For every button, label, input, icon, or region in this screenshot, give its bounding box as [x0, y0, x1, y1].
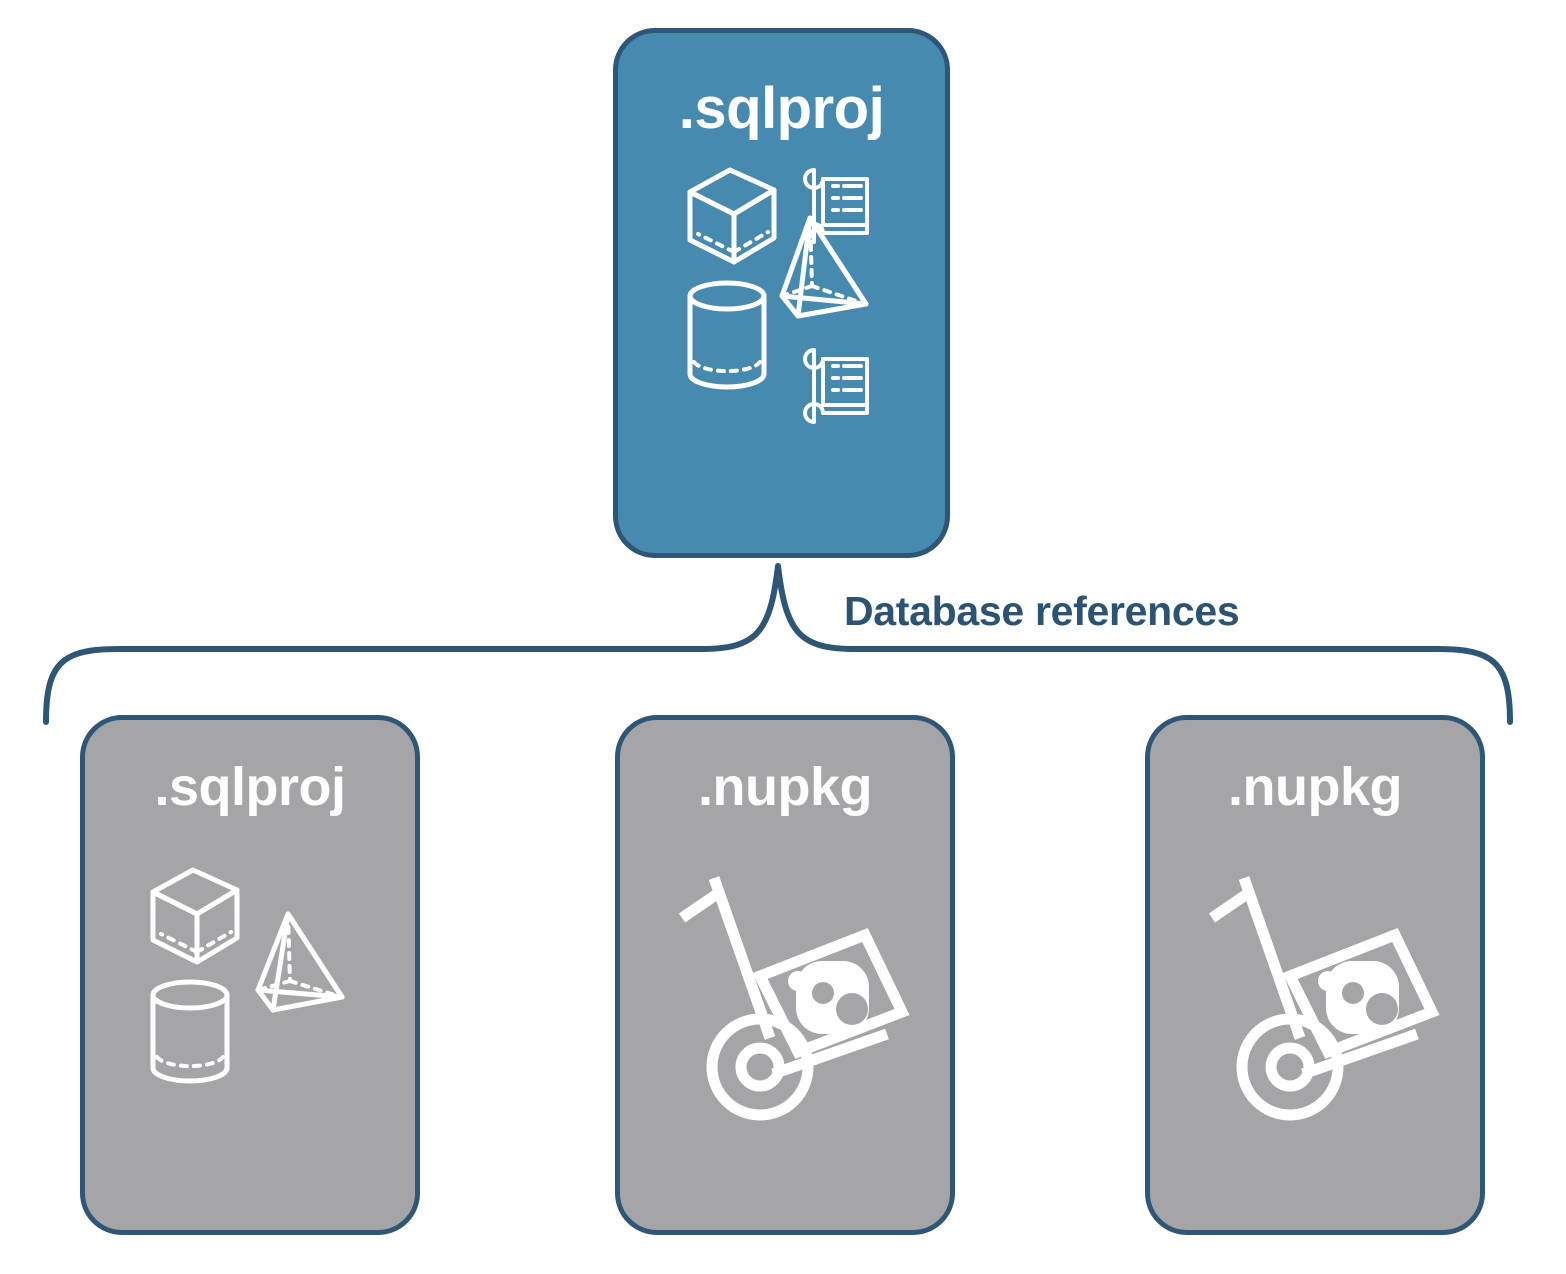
wheel-icon [706, 1013, 814, 1121]
ref-nupkg-2-artwork [1170, 852, 1460, 1132]
scroll-icon [802, 168, 869, 244]
root-artwork [682, 156, 882, 426]
brace-label: Database references [844, 588, 1240, 634]
card-ref-sqlproj-title: .sqlproj [154, 757, 346, 817]
hand-truck-icon [1208, 876, 1419, 1080]
card-ref-nupkg-2-title: .nupkg [1228, 757, 1402, 817]
card-ref-nupkg-1[interactable]: .nupkg [615, 715, 955, 1235]
pyramid-icon [255, 911, 345, 1013]
cylinder-icon [150, 979, 230, 1084]
brace-path [43, 563, 1513, 725]
scroll-icon [802, 348, 869, 424]
card-ref-nupkg-2[interactable]: .nupkg [1145, 715, 1485, 1235]
card-ref-sqlproj[interactable]: .sqlproj [80, 715, 420, 1235]
pyramid-icon [779, 215, 868, 319]
ref-sqlproj-artwork [145, 862, 355, 1092]
card-root-title: .sqlproj [678, 76, 885, 141]
hand-truck-icon [678, 876, 889, 1080]
wheel-icon [1236, 1013, 1344, 1121]
cube-icon [150, 867, 240, 965]
card-root-sqlproj[interactable]: .sqlproj [613, 28, 950, 558]
nuget-box-icon [752, 928, 910, 1059]
cylinder-icon [687, 280, 766, 390]
ref-nupkg-1-artwork [640, 852, 930, 1132]
nuget-box-icon [1282, 928, 1440, 1059]
cube-icon [687, 167, 776, 265]
card-ref-nupkg-1-title: .nupkg [698, 757, 872, 817]
